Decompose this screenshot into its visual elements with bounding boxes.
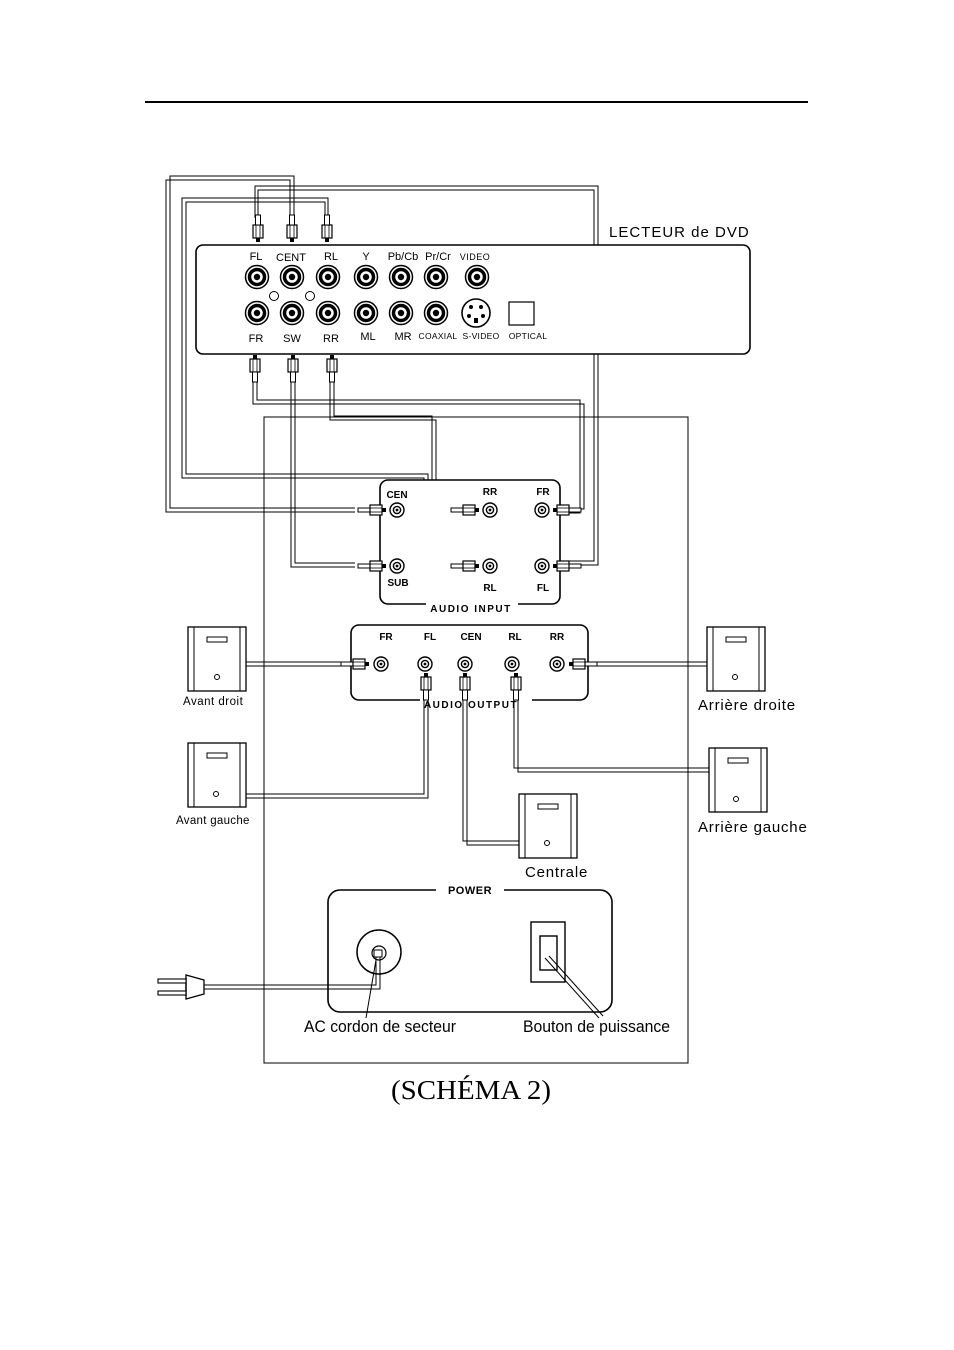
- speaker-center-label: Centrale: [525, 864, 588, 881]
- audio-input-jack-sub: [389, 558, 405, 574]
- dvd-player-title: LECTEUR de DVD: [609, 224, 750, 241]
- power-title: POWER: [448, 885, 492, 897]
- audio-output-panel: FR FL CEN RL RR AUDIO OUTPUT: [350, 624, 589, 711]
- audio-input-panel: CEN RR FR SUB RL FL AUDIO INPUT: [357, 479, 582, 615]
- audio-input-jack-cen: [389, 502, 405, 518]
- dvd-jack-rr: [314, 299, 342, 327]
- dvd-jack-coaxial: [422, 299, 450, 327]
- dvd-jack-fr: [243, 299, 271, 327]
- dvd-label-coaxial: COAXIAL: [419, 331, 458, 341]
- dvd-label-pbcb: Pb/Cb: [388, 251, 419, 263]
- dvd-label-y: Y: [362, 251, 370, 263]
- speaker-center: Centrale: [518, 793, 588, 881]
- speaker-front-right: Avant droit: [183, 626, 247, 708]
- audio-input-label-rl: RL: [483, 583, 496, 594]
- power-switch-label: Bouton de puissance: [523, 1017, 670, 1036]
- audio-output-jack-cen: [457, 656, 473, 672]
- audio-output-label-cen: CEN: [460, 632, 481, 643]
- figure-caption: (SCHÉMA 2): [391, 1075, 551, 1105]
- audio-output-jack-rl: [504, 656, 520, 672]
- ac-socket: [356, 929, 402, 975]
- audio-input-label-fr: FR: [536, 487, 550, 498]
- dvd-jack-fl: [243, 263, 271, 291]
- dvd-jack-cent: [278, 263, 306, 291]
- dvd-jack-video: [463, 263, 491, 291]
- speaker-front-right-label: Avant droit: [183, 696, 244, 708]
- audio-output-label-rl: RL: [508, 632, 521, 643]
- dvd-label-cent: CENT: [276, 252, 306, 264]
- dvd-jack-svideo: [461, 298, 491, 328]
- dvd-label-optical: OPTICAL: [509, 331, 547, 341]
- audio-input-jack-fl: [534, 558, 550, 574]
- dvd-label-prcr: Pr/Cr: [425, 251, 451, 263]
- speaker-rear-right: Arrière droite: [698, 626, 796, 714]
- dvd-optical-port: [508, 301, 535, 326]
- dvd-jack-mr: [387, 299, 415, 327]
- ac-cord-label: AC cordon de secteur: [304, 1017, 456, 1036]
- audio-input-label-fl: FL: [537, 583, 549, 594]
- power-panel: POWER: [327, 882, 613, 1013]
- amplifier-rear-panel: [263, 416, 689, 1064]
- dvd-jack-y: [352, 263, 380, 291]
- dvd-player: LECTEUR de DVD FL CENT RL Y Pb/Cb Pr/Cr …: [195, 214, 751, 383]
- dvd-label-rr: RR: [323, 333, 339, 345]
- dvd-label-fl: FL: [250, 251, 263, 263]
- audio-input-jack-rr: [482, 502, 498, 518]
- audio-input-title: AUDIO INPUT: [430, 604, 512, 615]
- dvd-label-sw: SW: [283, 333, 301, 345]
- audio-input-label-sub: SUB: [387, 578, 408, 589]
- dvd-jack-prcr: [422, 263, 450, 291]
- dvd-jack-ml: [352, 299, 380, 327]
- dvd-label-svideo: S-VIDEO: [462, 331, 499, 341]
- speaker-front-left-label: Avant gauche: [176, 815, 250, 827]
- dvd-label-rl: RL: [324, 251, 338, 263]
- audio-output-label-rr: RR: [550, 632, 565, 643]
- audio-output-jack-rr: [549, 656, 565, 672]
- audio-output-title: AUDIO OUTPUT: [424, 700, 518, 711]
- power-switch: [530, 921, 566, 983]
- audio-output-jack-fl: [417, 656, 433, 672]
- dvd-jack-pbcb: [387, 263, 415, 291]
- audio-input-jack-rl: [482, 558, 498, 574]
- dvd-label-fr: FR: [249, 333, 264, 345]
- dvd-jack-sw: [278, 299, 306, 327]
- audio-output-jack-fr: [373, 656, 389, 672]
- speaker-rear-left: Arrière gauche: [698, 747, 808, 836]
- dvd-label-ml: ML: [360, 331, 375, 343]
- speaker-front-left: Avant gauche: [176, 742, 250, 827]
- audio-input-label-cen: CEN: [386, 490, 407, 501]
- speaker-rear-left-label: Arrière gauche: [698, 819, 808, 836]
- audio-input-jack-fr: [534, 502, 550, 518]
- audio-input-label-rr: RR: [483, 487, 498, 498]
- ac-power-cord: [157, 957, 381, 1000]
- audio-output-label-fl: FL: [424, 632, 436, 643]
- audio-output-label-fr: FR: [379, 632, 393, 643]
- dvd-jack-rl: [314, 263, 342, 291]
- dvd-label-video: VIDEO: [460, 252, 491, 262]
- speaker-rear-right-label: Arrière droite: [698, 697, 796, 714]
- dvd-label-mr: MR: [394, 331, 411, 343]
